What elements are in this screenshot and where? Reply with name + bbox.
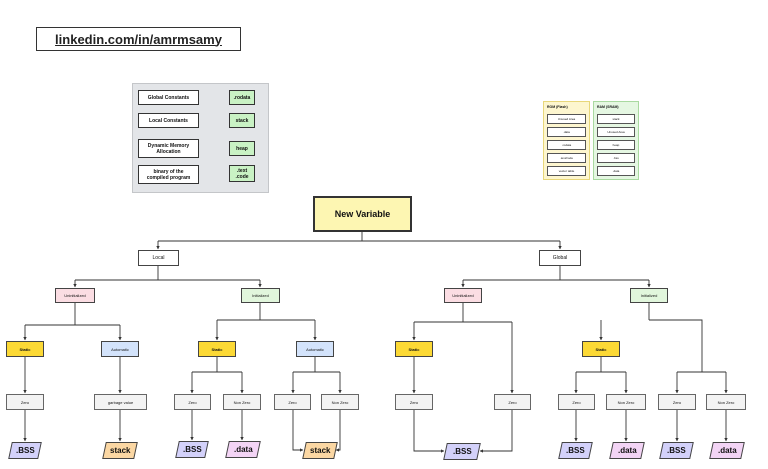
ram-item: stack: [597, 114, 635, 124]
legend-label-local-constants: Local Constants: [138, 113, 199, 128]
legend-label-dynamic-allocation: Dynamic Memory Allocation: [138, 139, 199, 158]
rom-title: ROM (Flash): [547, 105, 568, 109]
node-garbage-value: garbage value: [94, 394, 147, 410]
segment-bss: .BSS: [659, 442, 694, 459]
segment-data: .data: [225, 441, 261, 458]
rom-item: .rodata: [547, 140, 586, 150]
node-automatic: Automatic: [296, 341, 334, 357]
node-non-zero: Non Zero: [606, 394, 646, 410]
segment-data: .data: [709, 442, 745, 459]
segment-stack-label: stack: [109, 446, 131, 455]
rom-item: .data: [547, 127, 586, 137]
segment-data-label: .data: [717, 446, 737, 455]
node-zero: Zero: [658, 394, 696, 410]
segment-bss: .BSS: [175, 441, 209, 458]
legend-label-global-constants: Global Constants: [138, 90, 199, 105]
legend-segment-text: .text .code: [229, 165, 255, 182]
linkedin-link[interactable]: linkedin.com/in/amrmsamy: [36, 27, 241, 51]
rom-item: vector table: [547, 166, 586, 176]
node-static: Static: [582, 341, 620, 357]
node-zero: Zero: [494, 394, 531, 410]
node-zero: Zero: [395, 394, 433, 410]
segment-bss-label: .BSS: [452, 447, 472, 456]
segment-bss-label: .BSS: [15, 446, 35, 455]
node-static: Static: [198, 341, 236, 357]
segment-stack: stack: [102, 442, 138, 459]
legend-segment-stack: stack: [229, 113, 255, 128]
segment-data-label: .data: [233, 445, 253, 454]
node-non-zero: Non Zero: [223, 394, 261, 410]
segment-bss: .BSS: [8, 442, 42, 459]
ram-item: .bss: [597, 153, 635, 163]
node-non-zero: Non Zero: [706, 394, 746, 410]
node-static: Static: [6, 341, 44, 357]
node-automatic: Automatic: [101, 341, 139, 357]
node-global: Global: [539, 250, 581, 266]
segment-data-label: .data: [617, 446, 637, 455]
node-zero: Zero: [274, 394, 311, 410]
ram-item: Unused Area: [597, 127, 635, 137]
ram-item: heap: [597, 140, 635, 150]
node-zero: Zero: [6, 394, 44, 410]
segment-bss-label: .BSS: [182, 445, 202, 454]
node-zero: Zero: [558, 394, 595, 410]
node-non-zero: Non Zero: [321, 394, 359, 410]
node-static: Static: [395, 341, 433, 357]
node-zero: Zero: [174, 394, 211, 410]
segment-bss-label: .BSS: [566, 446, 585, 455]
ram-memory-map: RAM (SRAM) stack Unused Area heap .bss .…: [593, 101, 639, 180]
ram-item: .data: [597, 166, 635, 176]
legend-segment-heap: heap: [229, 141, 255, 156]
legend-label-binary: binary of the compiled program: [138, 165, 199, 184]
segment-bss: .BSS: [558, 442, 593, 459]
legend-segment-rodata: .rodata: [229, 90, 255, 105]
segment-stack: stack: [302, 442, 338, 459]
rom-item: .text/code: [547, 153, 586, 163]
node-global-uninitialized: Uninitialized: [444, 288, 482, 303]
rom-memory-map: ROM (Flash) Unused Area .data .rodata .t…: [543, 101, 590, 180]
node-local-uninitialized: Uninitialized: [55, 288, 95, 303]
segment-bss-label: .BSS: [667, 446, 686, 455]
segment-bss: .BSS: [443, 443, 481, 460]
node-global-initialized: Initialized: [630, 288, 668, 303]
rom-item: Unused Area: [547, 114, 586, 124]
node-local: Local: [138, 250, 179, 266]
root-new-variable: New Variable: [313, 196, 412, 232]
node-local-initialized: Initialized: [241, 288, 280, 303]
segment-stack-label: stack: [309, 446, 331, 455]
ram-title: RAM (SRAM): [597, 105, 619, 109]
segment-data: .data: [609, 442, 645, 459]
